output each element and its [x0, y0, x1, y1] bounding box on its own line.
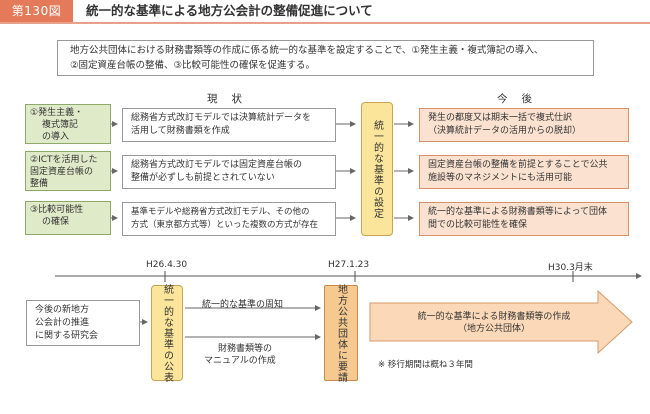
row2-current-line2: 整備が必ずしも前提とされていない [131, 173, 275, 183]
intro-line-2: ②固定資産台帳の整備、③比較可能性の確保を促進する。 [70, 60, 316, 71]
column-heading-future: 今後 [497, 93, 546, 105]
final-big-arrow [369, 289, 633, 355]
row3-current-line2: 方式（東京都方式等）といった複数の方式が存在 [131, 220, 319, 230]
row1-current-line1: 総務省方式改訂モデルでは決算統計データを [131, 113, 312, 123]
row1-future: 発生の都度又は期末一括で複式仕訳 （決算統計データの活用からの脱却） [419, 108, 629, 142]
final-arrow-line1: 統一的な基準による財務書類等の作成 [417, 312, 571, 322]
standard-announcement-text: 統一的な基準の公表 [161, 283, 173, 383]
date-h26: H26.4.30 [146, 260, 188, 270]
task-publicize: 統一的な基準の周知 [202, 300, 284, 310]
final-arrow-text: 統一的な基準による財務書類等の作成 （地方公共団体） [394, 311, 594, 335]
row3-current-line1: 基準モデルや総務省方式改訂モデル、その他の [131, 207, 310, 217]
figure-number-label: 第130図 [0, 0, 73, 22]
row2-future-line1: 固定資産台帳の整備を前提とすることで公共 [428, 160, 608, 170]
row2-label-line2: 固定資産台帳の [30, 167, 94, 177]
row3-future-line1: 統一的な基準による財務書類等によって団体 [428, 207, 608, 217]
header-bar [0, 0, 650, 24]
row3-current: 基準モデルや総務省方式改訂モデル、その他の 方式（東京都方式等）といった複数の方… [122, 202, 336, 236]
row1-current-line2: 活用して財務書類を作成 [131, 126, 230, 136]
standard-setting-box: 統一的な基準の設定 [361, 102, 393, 236]
standard-setting-text: 統一的な基準の設定 [371, 119, 383, 219]
row2-label-line1: ②ICTを活用した [30, 155, 98, 165]
request-to-local-gov-text: 地方公共団体に要請 [335, 283, 347, 383]
study-group-line2: 公会計の推進 [35, 318, 90, 328]
row3-label-line1: ③比較可能性 [30, 205, 84, 215]
intro-line-1: 地方公共団体における財務書類等の作成に係る統一的な基準を設定することで、①発生主… [70, 45, 544, 56]
row1-label-line3: の導入 [42, 132, 70, 142]
row2-future-line2: 施設等のマネジメントにも活用可能 [428, 173, 573, 183]
request-to-local-gov-box: 地方公共団体に要請 [324, 283, 358, 383]
row1-future-line1: 発生の都度又は期末一括で複式仕訳 [428, 113, 573, 123]
row2-label-line3: 整備 [30, 179, 49, 189]
study-group-line3: に関する研究会 [35, 331, 99, 341]
row1-label: ①発生主義・ 複式簿記 の導入 [25, 104, 111, 144]
task-manual-line2: マニュアルの作成 [204, 356, 276, 366]
figure-title: 統一的な基準による地方公会計の整備促進について [86, 3, 373, 18]
column-heading-current: 現状 [207, 93, 256, 105]
study-group-box: 今後の新地方 公会計の推進 に関する研究会 [26, 300, 140, 346]
date-h27: H27.1.23 [328, 260, 370, 270]
study-group-line1: 今後の新地方 [35, 305, 90, 315]
row1-label-line2: 複式簿記 [42, 120, 79, 130]
date-h30: H30.3月末 [548, 263, 593, 273]
final-arrow-line2: （地方公共団体） [457, 324, 530, 334]
intro-box: 地方公共団体における財務書類等の作成に係る統一的な基準を設定することで、①発生主… [57, 40, 594, 76]
row1-future-line2: （決算統計データの活用からの脱却） [428, 126, 582, 136]
row1-current: 総務省方式改訂モデルでは決算統計データを 活用して財務書類を作成 [122, 108, 336, 142]
row2-current: 総務省方式改訂モデルでは固定資産台帳の 整備が必ずしも前提とされていない [122, 155, 336, 189]
transition-period-note: ※ 移行期間は概ね３年間 [378, 360, 473, 370]
row1-label-line1: ①発生主義・ [30, 108, 84, 118]
row3-future-line2: 間での比較可能性を確保 [428, 220, 528, 230]
task-manual-line1: 財務書類等の [218, 344, 273, 354]
row2-current-line1: 総務省方式改訂モデルでは固定資産台帳の [131, 160, 303, 170]
row2-future: 固定資産台帳の整備を前提とすることで公共 施設等のマネジメントにも活用可能 [419, 155, 629, 189]
row3-label-line2: の確保 [42, 217, 70, 227]
row2-label: ②ICTを活用した 固定資産台帳の 整備 [25, 151, 111, 191]
row3-label: ③比較可能性 の確保 [25, 201, 111, 235]
standard-announcement-box: 統一的な基準の公表 [151, 283, 183, 383]
row3-future: 統一的な基準による財務書類等によって団体 間での比較可能性を確保 [419, 202, 629, 236]
